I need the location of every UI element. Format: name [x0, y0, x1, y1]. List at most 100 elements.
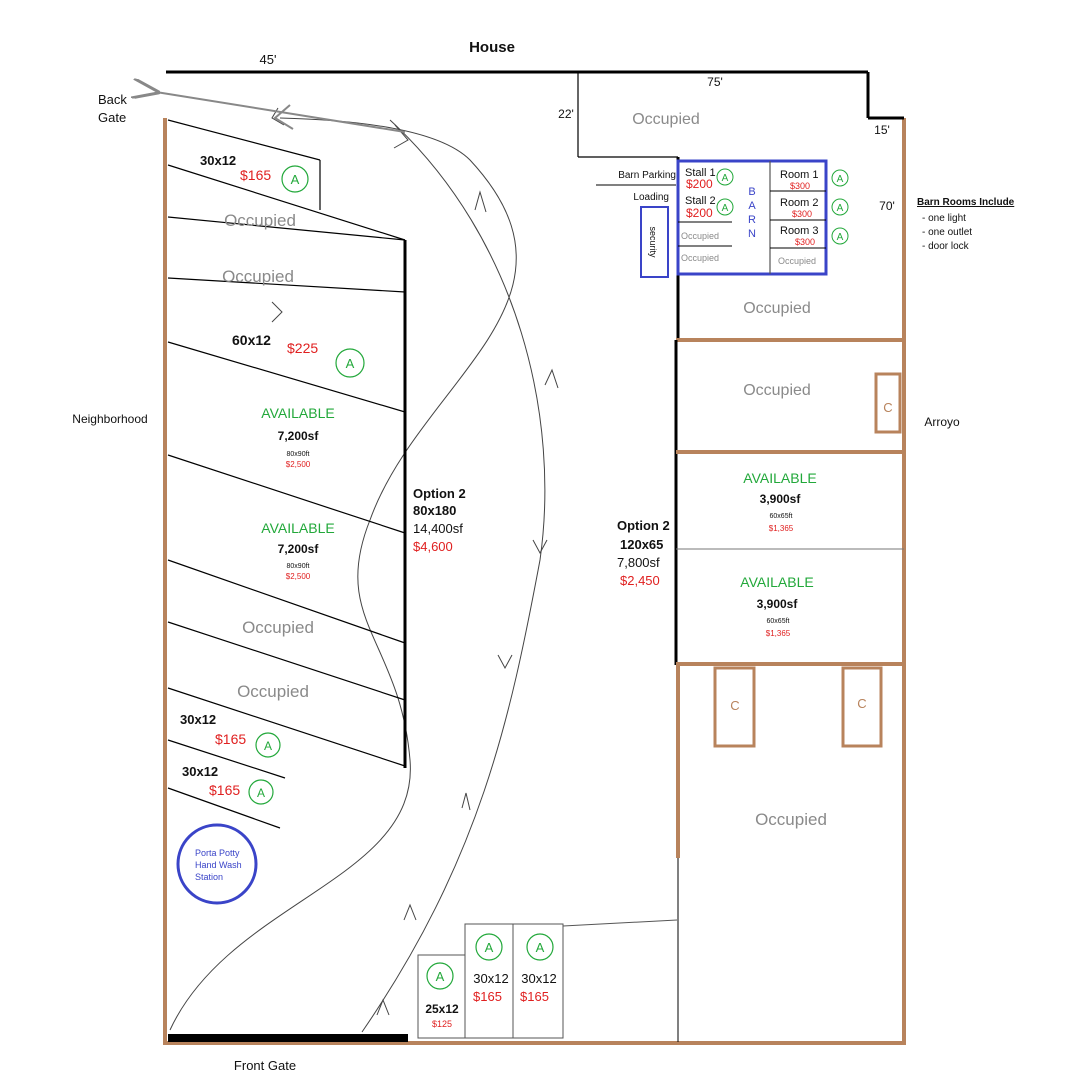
option-dims: 120x65: [620, 537, 663, 552]
available-marker-icon: [255, 732, 281, 758]
lot-dims: 60x65ft: [767, 618, 790, 625]
occupied-label: Occupied: [242, 618, 314, 637]
available-marker-icon: [831, 198, 849, 216]
option-2-right[interactable]: Option 2 120x65 7,800sf $2,450: [617, 518, 670, 588]
lot-price: $165: [215, 731, 246, 747]
svg-text:- door lock: - door lock: [922, 241, 970, 252]
svg-text:A: A: [291, 172, 300, 187]
barn-room-3[interactable]: Room 3 $300 A: [780, 225, 849, 247]
svg-text:A: A: [837, 174, 844, 185]
left-lot-available-2[interactable]: AVAILABLE 7,200sf 80x90ft $2,500: [261, 520, 334, 581]
security-box: security: [640, 206, 669, 278]
lot-size-label: 30x12: [521, 971, 556, 986]
svg-text:A: A: [485, 940, 494, 955]
svg-text:A: A: [264, 739, 272, 753]
back-gate-arrow: [156, 92, 406, 133]
container-c-1: C: [874, 372, 902, 434]
svg-text:C: C: [857, 696, 866, 711]
left-lot-30x12-lower-1[interactable]: 30x12 $165 A: [180, 712, 281, 758]
svg-text:Porta Potty: Porta Potty: [195, 848, 240, 858]
lot-dims: 80x90ft: [287, 451, 310, 458]
option-area: 14,400sf: [413, 521, 463, 536]
bottom-lot-25x12[interactable]: A 25x12 $125: [425, 962, 459, 1029]
svg-text:A: A: [722, 203, 729, 214]
available-marker-icon: [248, 779, 274, 805]
property-boundary: [163, 70, 906, 1045]
room-label: Room 1: [780, 169, 819, 181]
option-area: 7,800sf: [617, 555, 660, 570]
arroyo-label: Arroyo: [924, 415, 960, 429]
available-marker-icon: [281, 165, 309, 193]
left-lot-60x12[interactable]: 60x12 $225 A: [232, 332, 365, 378]
barn-stall-2[interactable]: Stall 2 $200 A: [685, 195, 734, 220]
occupied-label: Occupied: [224, 211, 296, 230]
stall-price: $200: [686, 177, 713, 191]
dimension-75: 75': [707, 75, 723, 89]
occupied-label: Occupied: [237, 682, 309, 701]
available-marker-icon: [716, 198, 734, 216]
lot-price: $1,365: [769, 524, 794, 533]
back-gate-label: Gate: [98, 110, 126, 125]
option-2-left[interactable]: Option 2 80x180 14,400sf $4,600: [413, 486, 466, 554]
svg-text:Barn Rooms Include: Barn Rooms Include: [917, 197, 1015, 208]
lot-price: $225: [287, 340, 318, 356]
porta-potty-station: Porta Potty Hand Wash Station: [176, 823, 258, 905]
dimension-15: 15': [874, 123, 890, 137]
room-price: $300: [795, 237, 815, 247]
left-lot-available-1[interactable]: AVAILABLE 7,200sf 80x90ft $2,500: [261, 405, 334, 469]
barn-rooms-include-legend: Barn Rooms Include - one light - one out…: [917, 197, 1015, 252]
front-gate-label: Front Gate: [234, 1058, 296, 1073]
option-price: $4,600: [413, 539, 453, 554]
svg-text:Barn Parking: Barn Parking: [618, 170, 676, 181]
room-label: Room 3: [780, 225, 819, 237]
barn-parking-loading: Barn Parking Loading: [596, 157, 680, 340]
right-lot-available-1[interactable]: AVAILABLE 3,900sf 60x65ft $1,365: [743, 470, 816, 533]
bottom-lot-30x12-a[interactable]: A 30x12 $165: [473, 933, 509, 1004]
occupied-label: Occupied: [743, 300, 811, 317]
container-c-3: C: [841, 666, 883, 748]
svg-text:- one outlet: - one outlet: [922, 227, 972, 238]
lot-price: $2,500: [286, 460, 311, 469]
lot-dims: 80x90ft: [287, 563, 310, 570]
barn-letter: A: [748, 200, 756, 212]
stall-label: Stall 2: [685, 195, 716, 207]
occupied-label: Occupied: [778, 256, 816, 266]
svg-text:A: A: [346, 356, 355, 371]
available-marker-icon: [831, 169, 849, 187]
option-title: Option 2: [617, 518, 670, 533]
left-lot-30x12-lower-2[interactable]: 30x12 $165 A: [182, 764, 274, 805]
available-label: AVAILABLE: [261, 405, 334, 421]
bottom-lot-30x12-b[interactable]: A 30x12 $165: [520, 933, 557, 1004]
available-marker-icon: [526, 933, 554, 961]
occupied-label: Occupied: [743, 382, 811, 399]
svg-text:Hand Wash: Hand Wash: [195, 860, 242, 870]
option-price: $2,450: [620, 573, 660, 588]
lot-price: $165: [240, 167, 271, 183]
barn-stall-1[interactable]: Stall 1 $200 A: [685, 167, 734, 191]
barn-room-1[interactable]: Room 1 $300 A: [780, 169, 849, 191]
lot-size-label: 25x12: [425, 1002, 459, 1016]
svg-text:A: A: [722, 173, 729, 184]
top-occupied-area: 22' Occupied: [558, 72, 700, 158]
lot-area: 3,900sf: [757, 597, 799, 611]
option-dims: 80x180: [413, 503, 456, 518]
left-lot-30x12-top[interactable]: 30x12 $165 A: [200, 153, 309, 193]
available-marker-icon: [475, 933, 503, 961]
available-marker-icon: [335, 348, 365, 378]
back-gate-label: Back: [98, 92, 127, 107]
lot-size-label: 30x12: [182, 764, 218, 779]
lot-area: 3,900sf: [760, 492, 802, 506]
dimension-45: 45': [260, 52, 277, 67]
available-marker-icon: [831, 227, 849, 245]
svg-text:A: A: [536, 940, 545, 955]
lot-size-label: 30x12: [180, 712, 216, 727]
lot-price: $2,500: [286, 572, 311, 581]
available-label: AVAILABLE: [261, 520, 334, 536]
available-marker-icon: [426, 962, 454, 990]
stall-price: $200: [686, 206, 713, 220]
bottom-lot-dividers: [417, 919, 678, 1039]
right-lot-available-2[interactable]: AVAILABLE 3,900sf 60x65ft $1,365: [740, 574, 813, 638]
available-label: AVAILABLE: [743, 470, 816, 486]
barn-room-2[interactable]: Room 2 $300 A: [780, 197, 849, 219]
barn-building: B A R N Occupied Occupied Occupied: [676, 159, 828, 276]
